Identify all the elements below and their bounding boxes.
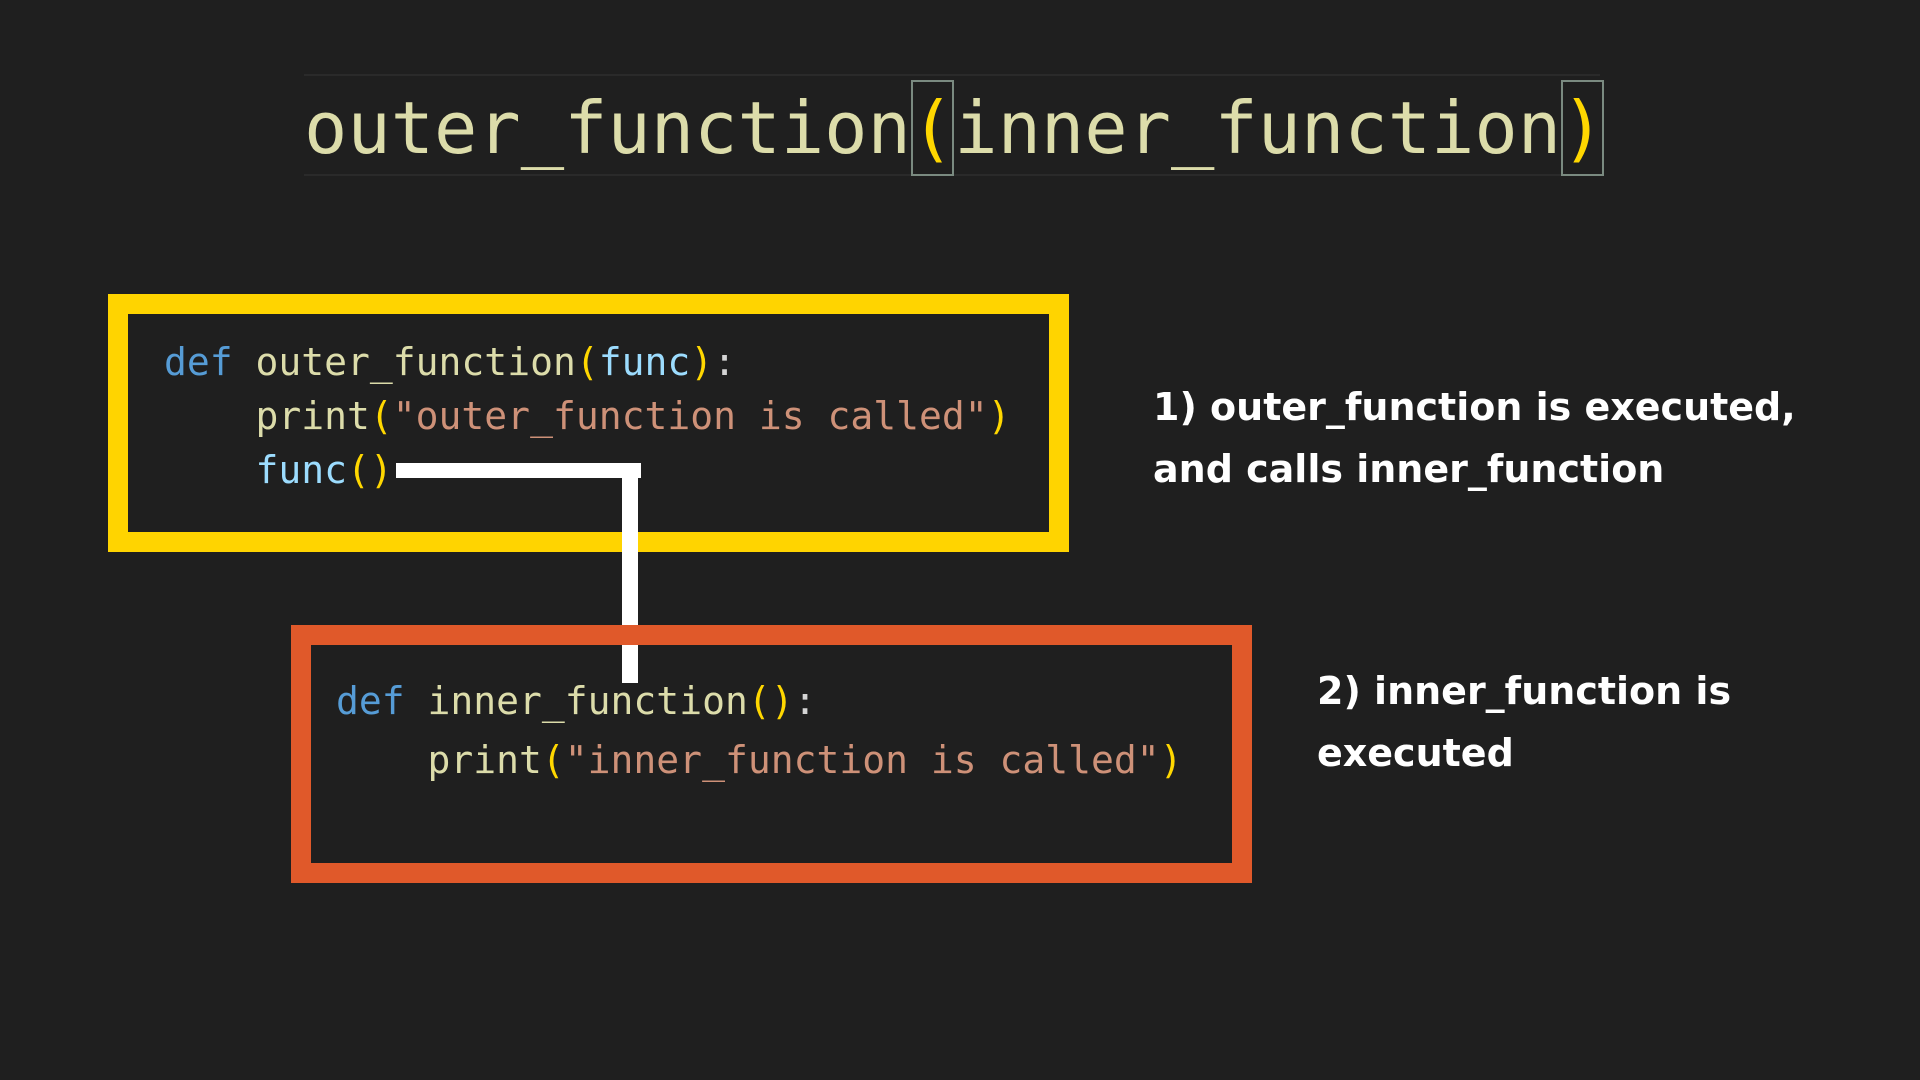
function-name: outer_function <box>255 340 576 384</box>
paren: ) <box>987 394 1011 438</box>
connector-line-horizontal <box>396 463 641 478</box>
def-keyword: def <box>336 679 405 723</box>
inner-code-line-1: def inner_function(): <box>336 676 816 726</box>
outer-code-line-2: print("outer_function is called") <box>164 391 1011 441</box>
paren: ( <box>369 394 393 438</box>
colon: : <box>713 340 737 384</box>
string-literal: "inner_function is called" <box>564 738 1160 782</box>
print-call: print <box>427 738 542 782</box>
paren: () <box>747 679 794 723</box>
call-expression: outer_function(inner_function) <box>304 80 1605 176</box>
call-function-name: outer_function <box>304 86 911 170</box>
paren: ( <box>541 738 565 782</box>
outer-function-box <box>108 294 1069 552</box>
call-argument: inner_function <box>954 86 1562 170</box>
inner-function-box <box>291 625 1252 883</box>
code-line-highlight <box>304 74 1600 176</box>
inner-code-line-2: print("inner_function is called") <box>336 735 1183 785</box>
string-literal: "outer_function is called" <box>392 394 988 438</box>
function-name: inner_function <box>427 679 748 723</box>
colon: : <box>793 679 817 723</box>
paren: ) <box>1159 738 1183 782</box>
open-paren: ( <box>910 80 955 176</box>
paren: ( <box>575 340 599 384</box>
step-1-line-1: 1) outer_function is executed, <box>1153 385 1796 429</box>
paren: ) <box>690 340 714 384</box>
step-2-line-2: executed <box>1317 731 1514 775</box>
paren: () <box>347 448 393 492</box>
step-2-line-1: 2) inner_function is <box>1317 669 1732 713</box>
print-call: print <box>255 394 370 438</box>
step-2-note: 2) inner_function is executed <box>1317 660 1731 784</box>
func-call: func <box>255 448 348 492</box>
outer-code-line-3: func() <box>164 445 393 495</box>
step-1-note: 1) outer_function is executed, and calls… <box>1153 376 1796 500</box>
def-keyword: def <box>164 340 233 384</box>
outer-code-line-1: def outer_function(func): <box>164 337 736 387</box>
parameter: func <box>598 340 691 384</box>
step-1-line-2: and calls inner_function <box>1153 447 1665 491</box>
close-paren: ) <box>1561 80 1605 176</box>
